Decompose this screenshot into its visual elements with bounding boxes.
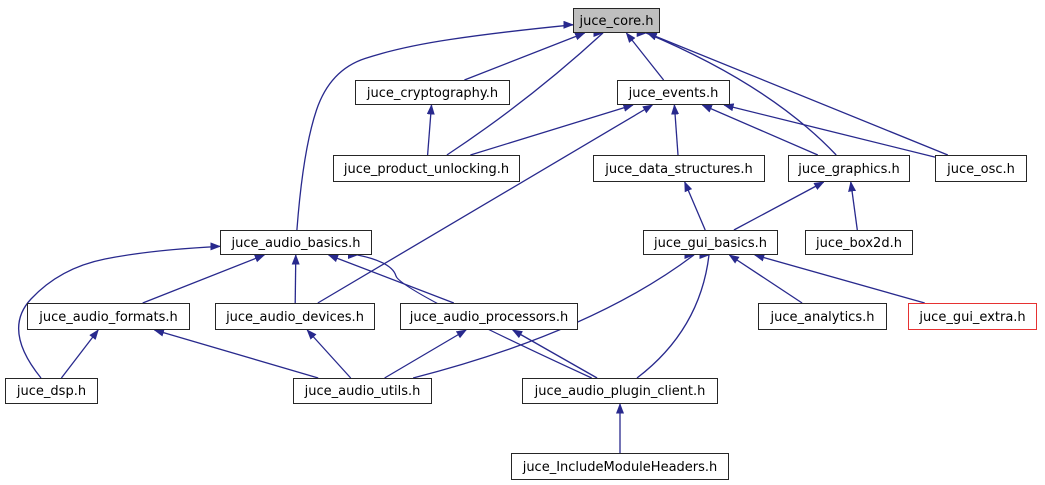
edge-gui_basics-to-graphics (733, 181, 825, 231)
edge-product_unlocking-to-events (470, 103, 634, 156)
node-include_module_headers[interactable]: juce_IncludeModuleHeaders.h (511, 453, 729, 480)
node-label: juce_audio_utils.h (304, 384, 421, 399)
edge-graphics-to-core (645, 32, 837, 156)
node-label: juce_osc.h (947, 161, 1015, 177)
edge-analytics-to-gui_basics (728, 254, 803, 304)
edge-audio_plugin_client-to-audio_processors (511, 329, 598, 379)
node-label: juce_events.h (628, 85, 719, 101)
node-audio_processors[interactable]: juce_audio_processors.h (400, 303, 578, 330)
node-label: juce_audio_plugin_client.h (534, 384, 706, 399)
node-osc[interactable]: juce_osc.h (935, 155, 1027, 182)
edge-product_unlocking-to-cryptography (426, 104, 435, 156)
edge-dsp-to-audio_basics (18, 242, 221, 379)
edge-cryptography-to-core (464, 32, 586, 81)
edge-audio_plugin_client-to-gui_basics (636, 254, 712, 379)
node-graphics[interactable]: juce_graphics.h (788, 155, 910, 182)
node-audio_basics[interactable]: juce_audio_basics.h (220, 230, 372, 255)
node-product_unlocking[interactable]: juce_product_unlocking.h (333, 155, 520, 182)
node-data_structures[interactable]: juce_data_structures.h (593, 155, 765, 182)
node-label: juce_audio_basics.h (231, 235, 361, 251)
node-analytics[interactable]: juce_analytics.h (758, 303, 887, 330)
node-label: juce_dsp.h (16, 384, 87, 399)
node-cryptography[interactable]: juce_cryptography.h (355, 80, 510, 105)
node-label: juce_product_unlocking.h (343, 161, 510, 177)
edge-audio_utils-to-audio_formats (153, 328, 319, 379)
node-box2d[interactable]: juce_box2d.h (805, 230, 913, 255)
node-label: juce_gui_extra.h (919, 309, 1026, 325)
node-label: juce_audio_formats.h (39, 309, 178, 325)
node-events[interactable]: juce_events.h (617, 80, 730, 105)
node-gui_extra[interactable]: juce_gui_extra.h (908, 303, 1037, 330)
edge-data_structures-to-events (671, 104, 680, 156)
node-label: juce_analytics.h (770, 309, 875, 325)
edge-graphics-to-events (701, 104, 819, 156)
edge-audio_utils-to-audio_processors (384, 329, 467, 379)
edge-osc-to-events (723, 103, 936, 158)
edge-audio_devices-to-events (317, 104, 654, 304)
node-label: juce_cryptography.h (366, 85, 499, 101)
edge-audio_plugin_client-to-audio_basics (356, 252, 592, 379)
node-audio_devices[interactable]: juce_audio_devices.h (215, 303, 375, 330)
node-dsp[interactable]: juce_dsp.h (5, 378, 98, 404)
node-label: juce_gui_basics.h (654, 235, 767, 251)
edge-box2d-to-graphics (848, 181, 858, 231)
edge-osc-to-core (646, 32, 949, 156)
node-label: juce_data_structures.h (605, 161, 753, 177)
node-label: juce_audio_processors.h (409, 309, 569, 325)
edge-gui_extra-to-gui_basics (753, 253, 925, 304)
node-audio_formats[interactable]: juce_audio_formats.h (27, 303, 190, 330)
edge-dsp-to-audio_formats (60, 329, 99, 379)
edge-product_unlocking-to-core (446, 32, 604, 156)
node-label: juce_IncludeModuleHeaders.h (522, 459, 718, 475)
edge-audio_basics-to-core (296, 21, 574, 231)
node-audio_utils[interactable]: juce_audio_utils.h (293, 378, 432, 404)
node-gui_basics[interactable]: juce_gui_basics.h (643, 230, 778, 255)
node-label: juce_graphics.h (798, 161, 900, 177)
edge-events-to-core (625, 32, 665, 81)
edge-audio_processors-to-audio_basics (327, 254, 455, 304)
edge-audio_formats-to-audio_basics (142, 254, 266, 304)
edge-audio_utils-to-audio_devices (306, 329, 352, 379)
edge-audio_devices-to-audio_basics (291, 254, 300, 304)
node-label: juce_box2d.h (816, 235, 902, 251)
node-label: juce_core.h (579, 13, 654, 29)
edge-gui_basics-to-data_structures (684, 181, 706, 231)
node-label: juce_audio_devices.h (226, 309, 364, 325)
node-core[interactable]: juce_core.h (573, 8, 660, 33)
node-audio_plugin_client[interactable]: juce_audio_plugin_client.h (522, 378, 718, 404)
